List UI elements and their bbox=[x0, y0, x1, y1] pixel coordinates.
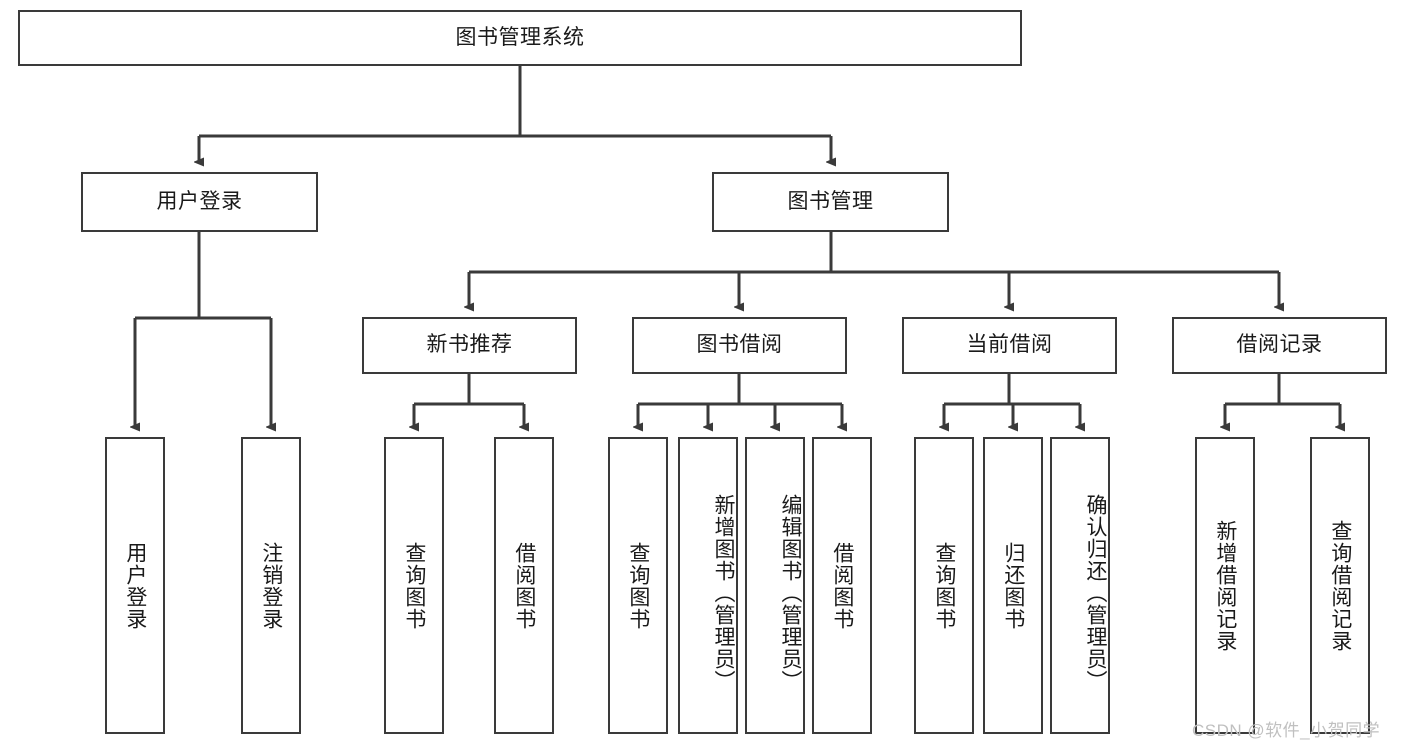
leaf-user-login[interactable]: 用户登录 bbox=[105, 437, 165, 734]
leaf-cb-return-book-label: 归还图书 bbox=[1001, 541, 1025, 630]
leaf-bb-query-book[interactable]: 查询图书 bbox=[608, 437, 668, 734]
leaf-cb-query-book-label: 查询图书 bbox=[932, 541, 956, 630]
leaf-nb-borrow-book-label: 借阅图书 bbox=[512, 541, 536, 630]
node-root-system[interactable]: 图书管理系统 bbox=[18, 10, 1022, 66]
leaf-br-add-record-label: 新增借阅记录 bbox=[1213, 519, 1237, 652]
leaf-logout[interactable]: 注销登录 bbox=[241, 437, 301, 734]
leaf-logout-label: 注销登录 bbox=[259, 541, 283, 630]
leaf-nb-query-book[interactable]: 查询图书 bbox=[384, 437, 444, 734]
leaf-nb-borrow-book[interactable]: 借阅图书 bbox=[494, 437, 554, 734]
leaf-bb-add-book[interactable]: 新增图书（管理员） bbox=[678, 437, 738, 734]
node-new-book-recommend[interactable]: 新书推荐 bbox=[362, 317, 577, 374]
leaf-br-add-record[interactable]: 新增借阅记录 bbox=[1195, 437, 1255, 734]
leaf-bb-borrow-book-label: 借阅图书 bbox=[830, 541, 854, 630]
node-root-system-label: 图书管理系统 bbox=[455, 25, 585, 49]
node-borrow-record-label: 借阅记录 bbox=[1236, 333, 1323, 357]
leaf-bb-query-book-label: 查询图书 bbox=[626, 541, 650, 630]
node-book-manage[interactable]: 图书管理 bbox=[712, 172, 949, 232]
node-user-login-label: 用户登录 bbox=[156, 189, 243, 213]
leaf-bb-edit-book-label: 编辑图书（管理员） bbox=[779, 493, 802, 692]
node-book-manage-label: 图书管理 bbox=[787, 189, 874, 213]
leaf-bb-add-book-label: 新增图书（管理员） bbox=[712, 493, 735, 692]
leaf-nb-query-book-label: 查询图书 bbox=[402, 541, 426, 630]
leaf-br-query-record-label: 查询借阅记录 bbox=[1328, 519, 1352, 652]
node-current-borrow-label: 当前借阅 bbox=[966, 333, 1053, 357]
leaf-cb-return-book[interactable]: 归还图书 bbox=[983, 437, 1043, 734]
leaf-cb-confirm-return-label: 确认归还（管理员） bbox=[1084, 493, 1107, 692]
node-new-book-recommend-label: 新书推荐 bbox=[426, 333, 513, 357]
leaf-cb-query-book[interactable]: 查询图书 bbox=[914, 437, 974, 734]
leaf-cb-confirm-return[interactable]: 确认归还（管理员） bbox=[1050, 437, 1110, 734]
node-current-borrow[interactable]: 当前借阅 bbox=[902, 317, 1117, 374]
node-user-login[interactable]: 用户登录 bbox=[81, 172, 318, 232]
leaf-user-login-label: 用户登录 bbox=[123, 541, 147, 630]
node-borrow-record[interactable]: 借阅记录 bbox=[1172, 317, 1387, 374]
node-book-borrow[interactable]: 图书借阅 bbox=[632, 317, 847, 374]
node-book-borrow-label: 图书借阅 bbox=[696, 333, 783, 357]
leaf-bb-borrow-book[interactable]: 借阅图书 bbox=[812, 437, 872, 734]
leaf-bb-edit-book[interactable]: 编辑图书（管理员） bbox=[745, 437, 805, 734]
leaf-br-query-record[interactable]: 查询借阅记录 bbox=[1310, 437, 1370, 734]
